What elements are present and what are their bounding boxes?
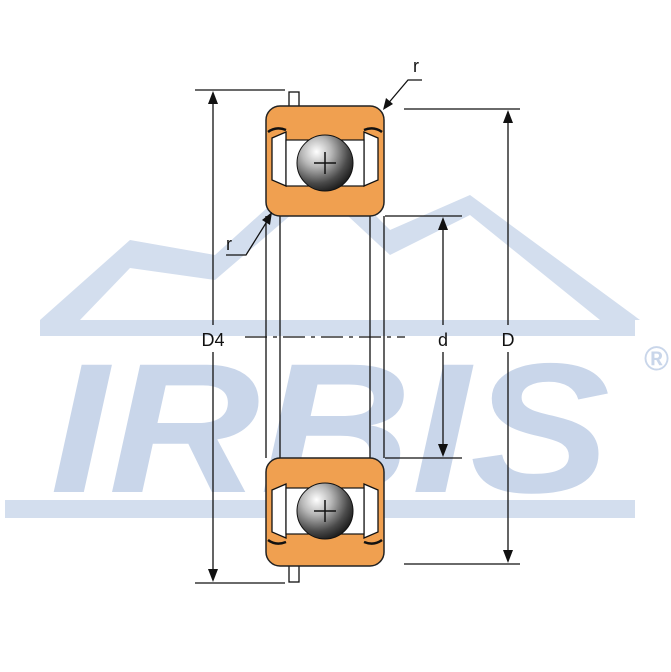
radius-callout-top — [383, 79, 422, 110]
dimension-d — [385, 215, 462, 459]
top-seal-right-lip — [363, 127, 383, 134]
top-seal-right — [363, 131, 379, 187]
dimension-d4 — [195, 89, 285, 584]
bottom-seal-right-lip — [363, 538, 383, 545]
top-ring-section — [265, 91, 385, 217]
top-seal-left — [271, 131, 287, 187]
bottom-seal-right — [363, 483, 379, 539]
label-outer-d: D — [502, 330, 515, 350]
label-radius-left: r — [226, 234, 232, 254]
label-d4: D4 — [201, 330, 224, 350]
radius-callout-left — [226, 212, 272, 256]
watermark-top-band — [40, 320, 635, 336]
label-radius-top: r — [413, 56, 419, 76]
bottom-ring-section — [265, 457, 385, 583]
dimension-outer-d — [404, 108, 520, 565]
top-seal-left-lip — [267, 127, 287, 134]
bottom-seal-left-lip — [267, 538, 287, 545]
label-d: d — [438, 330, 448, 350]
watermark-registered-mark: ® — [643, 340, 669, 378]
bottom-seal-left — [271, 483, 287, 539]
